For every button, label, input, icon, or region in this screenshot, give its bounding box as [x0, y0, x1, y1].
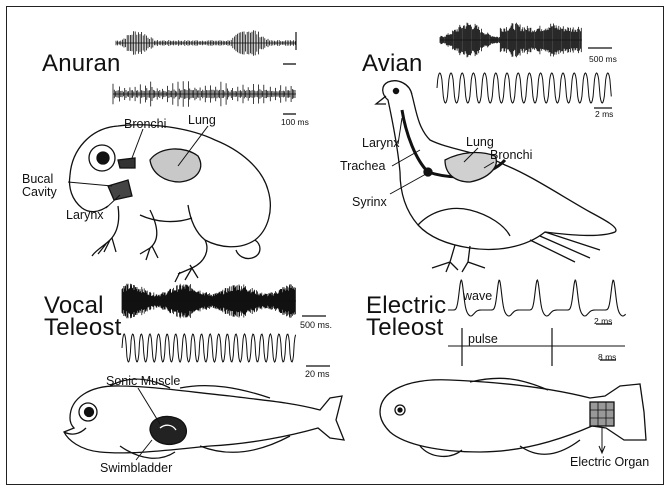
- avian-scale-label-1: 500 ms: [589, 55, 617, 64]
- anuran-scale-label-2: 100 ms: [281, 118, 309, 127]
- vocal-teleost-title: Vocal Teleost: [44, 295, 121, 339]
- label-avian-lung: Lung: [466, 136, 494, 149]
- avian-sine-wave: [437, 73, 611, 103]
- label-avian-larynx: Larynx: [362, 137, 400, 150]
- vocal-sine-wave: [122, 334, 296, 362]
- label-anuran-larynx: Larynx: [66, 209, 104, 222]
- leader-avian-trachea: [392, 150, 420, 166]
- electric-scale-label-1: 2 ms: [594, 317, 612, 326]
- label-swimbladder: Swimbladder: [100, 462, 172, 475]
- vocal-fish-drawing: [64, 379, 344, 458]
- electric-fish-drawing: [380, 378, 646, 456]
- electric-teleost-title: Electric Teleost: [366, 295, 446, 339]
- label-anuran-lung: Lung: [188, 114, 216, 127]
- label-wave: wave: [463, 290, 492, 303]
- label-pulse: pulse: [468, 333, 498, 346]
- leader-avian-syrinx: [390, 174, 426, 194]
- label-avian-bronchi: Bronchi: [490, 149, 532, 162]
- leader-anuran-bucal: [68, 182, 112, 186]
- electric-scale-label-2: 8 ms: [598, 353, 616, 362]
- avian-scale-label-2: 2 ms: [595, 110, 613, 119]
- label-avian-syrinx: Syrinx: [352, 196, 387, 209]
- label-anuran-bronchi: Bronchi: [124, 118, 166, 131]
- leader-anuran-bronchi: [132, 129, 143, 158]
- leader-sonic-muscle: [138, 388, 160, 424]
- bird-drawing: [376, 81, 616, 272]
- label-electric-organ: Electric Organ: [570, 456, 649, 469]
- label-avian-trachea: Trachea: [340, 160, 385, 173]
- label-sonic-muscle: Sonic Muscle: [106, 375, 180, 388]
- avian-title: Avian: [362, 52, 423, 76]
- vocal-scale-label-1: 500 ms.: [300, 321, 332, 330]
- frog-drawing: [70, 125, 271, 282]
- animal-drawings-layer: [64, 81, 646, 460]
- leader-lines: [68, 118, 605, 460]
- anuran-title: Anuran: [42, 52, 121, 76]
- vocal-scale-label-2: 20 ms: [305, 370, 330, 379]
- label-anuran-bucal-cavity: Bucal Cavity: [22, 173, 57, 199]
